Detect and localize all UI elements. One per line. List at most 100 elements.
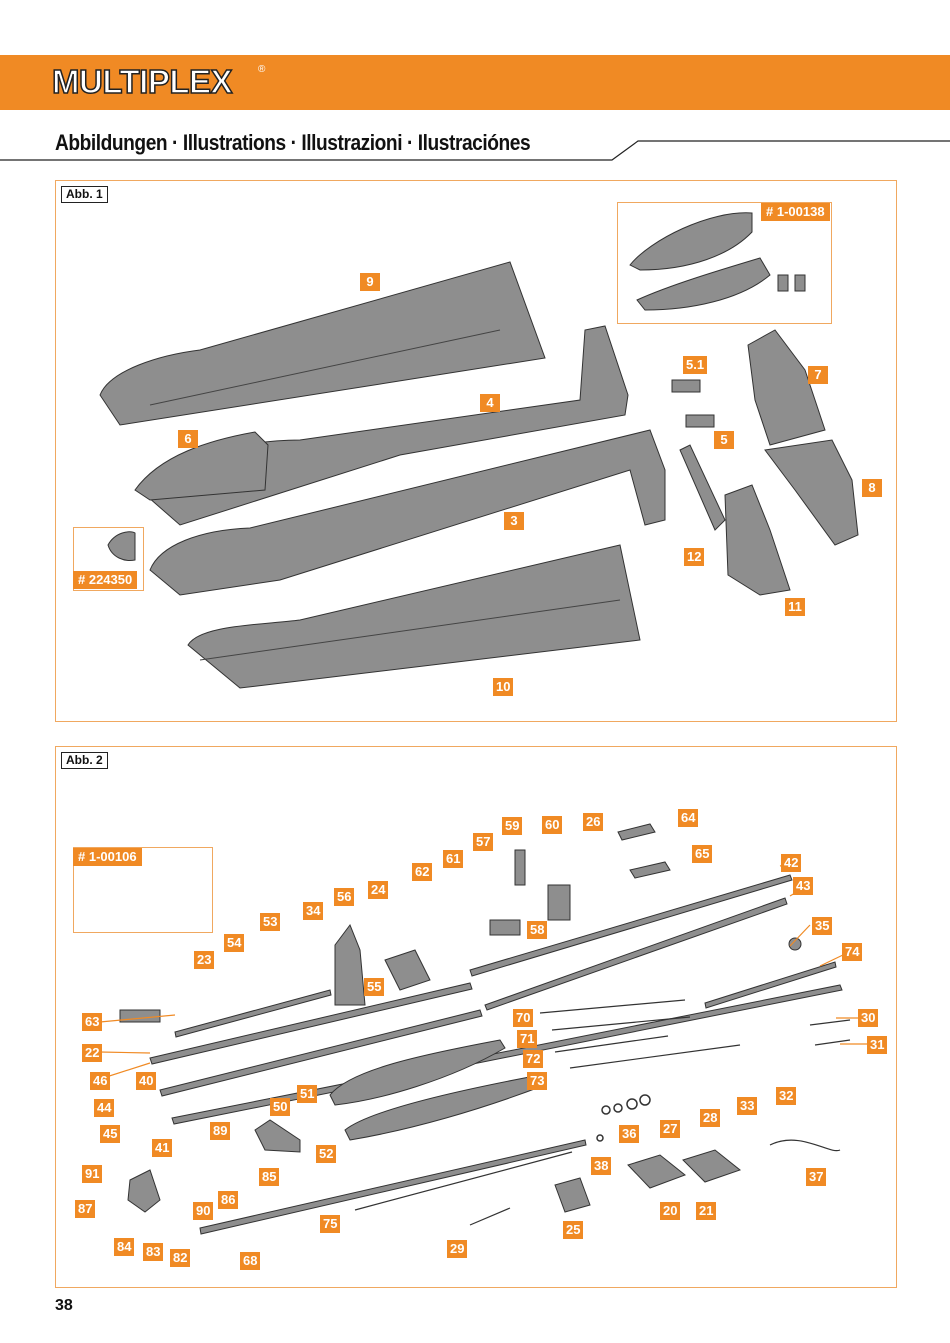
part-tag-74: 74 xyxy=(842,943,863,961)
wing-set-ref: # 1-00106 xyxy=(73,848,142,866)
pads-21 xyxy=(682,1149,742,1183)
part-tag-65: 65 xyxy=(692,845,713,863)
part-tag-44: 44 xyxy=(94,1099,115,1117)
canopy-frame xyxy=(636,257,771,311)
fuselage-3 xyxy=(149,429,666,596)
part-63 xyxy=(119,1009,161,1023)
part-tag-70: 70 xyxy=(513,1009,534,1027)
header-band xyxy=(0,55,950,110)
part-tag-58: 58 xyxy=(527,921,548,939)
wire-72 xyxy=(554,1035,669,1053)
part-tag-72: 72 xyxy=(523,1050,544,1068)
part-tag-57: 57 xyxy=(473,833,494,851)
part-tag-86: 86 xyxy=(218,1191,239,1209)
part-tag-45: 45 xyxy=(100,1125,121,1143)
holder-56 xyxy=(334,923,366,1006)
sleeve-25 xyxy=(554,1177,591,1213)
ring-36a xyxy=(601,1105,611,1115)
rod-74 xyxy=(704,961,837,1009)
part-tag-53: 53 xyxy=(260,913,281,931)
registered-mark: ® xyxy=(258,64,266,75)
part-tag-84: 84 xyxy=(114,1238,135,1256)
rod-22 xyxy=(174,989,332,1038)
rod-68 xyxy=(199,1139,587,1235)
part-tag-34: 34 xyxy=(303,902,324,920)
part-tag-87: 87 xyxy=(75,1200,96,1218)
part-64 xyxy=(617,823,656,841)
canopy-set-ref: # 1-00138 xyxy=(761,203,830,221)
part-60 xyxy=(547,884,571,921)
ball-35 xyxy=(788,937,802,951)
part-tag-63: 63 xyxy=(82,1013,103,1031)
wire-30 xyxy=(809,1019,851,1026)
part-tag-26: 26 xyxy=(583,813,604,831)
rod-46 xyxy=(149,982,473,1065)
rod-43 xyxy=(484,897,788,1011)
part-tag-54: 54 xyxy=(224,934,245,952)
part-tag-60: 60 xyxy=(542,816,563,834)
part-tag-28: 28 xyxy=(700,1109,721,1127)
part-59 xyxy=(514,849,526,886)
part-tag-3: 3 xyxy=(504,512,524,530)
canopy-top xyxy=(629,212,753,271)
part-tag-71: 71 xyxy=(517,1030,538,1048)
spinner xyxy=(107,531,136,561)
wing-part-51 xyxy=(329,1039,506,1106)
part-tag-55: 55 xyxy=(364,978,385,996)
logo-text: MULTIPLEX xyxy=(51,62,233,101)
part-tag-56: 56 xyxy=(334,888,355,906)
part-tag-37: 37 xyxy=(806,1168,827,1186)
page-number: 38 xyxy=(55,1297,73,1314)
bracket-50 xyxy=(254,1119,301,1153)
ring-38 xyxy=(596,1134,604,1142)
part-tag-52: 52 xyxy=(316,1145,337,1163)
part-tag-11: 11 xyxy=(785,598,805,616)
multiplex-logo: MULTIPLEX xyxy=(51,62,274,102)
part-tag-7: 7 xyxy=(808,366,828,384)
canopy-latch-b xyxy=(794,274,806,292)
part-tag-35: 35 xyxy=(812,917,833,935)
part-5 xyxy=(685,414,715,428)
part-tag-75: 75 xyxy=(320,1215,341,1233)
wing-9 xyxy=(99,261,546,426)
part-tag-29: 29 xyxy=(447,1240,468,1258)
figure-1-drawing xyxy=(99,212,859,689)
part-tag-5: 5 xyxy=(714,431,734,449)
part-tag-62: 62 xyxy=(412,863,433,881)
part-tag-90: 90 xyxy=(193,1202,214,1220)
part-tag-64: 64 xyxy=(678,809,699,827)
cable-37 xyxy=(769,1139,841,1152)
part-58 xyxy=(489,919,521,936)
part-tag-85: 85 xyxy=(259,1168,280,1186)
part-65 xyxy=(629,861,671,879)
spinner-91 xyxy=(127,1169,161,1213)
part-tag-82: 82 xyxy=(170,1249,191,1267)
part-tag-31: 31 xyxy=(867,1036,888,1054)
part-tag-83: 83 xyxy=(143,1243,164,1261)
canopy-latch-a xyxy=(777,274,789,292)
part-5-1 xyxy=(671,379,701,393)
part-tag-23: 23 xyxy=(194,951,215,969)
part-tag-24: 24 xyxy=(368,881,389,899)
part-tag-43: 43 xyxy=(793,877,814,895)
part-tag-22: 22 xyxy=(82,1044,103,1062)
part-tag-30: 30 xyxy=(858,1009,879,1027)
part-tag-32: 32 xyxy=(776,1087,797,1105)
spinner-ref: # 224350 xyxy=(73,571,138,589)
ring-36d xyxy=(639,1094,651,1106)
part-12 xyxy=(679,444,726,531)
part-tag-73: 73 xyxy=(527,1072,548,1090)
figure-2-label: Abb. 2 xyxy=(61,752,108,769)
part-tag-38: 38 xyxy=(591,1157,612,1175)
wing-10 xyxy=(187,544,641,689)
wire-73 xyxy=(569,1044,741,1069)
part-tag-36: 36 xyxy=(619,1125,640,1143)
part-tag-41: 41 xyxy=(152,1139,173,1157)
rod-42 xyxy=(469,874,793,977)
part-tag-12: 12 xyxy=(684,548,705,566)
figure-1-label: Abb. 1 xyxy=(61,186,108,203)
part-tag-50: 50 xyxy=(270,1098,291,1116)
part-tag-21: 21 xyxy=(696,1202,717,1220)
wire-31 xyxy=(814,1039,851,1046)
wire-29 xyxy=(469,1207,511,1226)
